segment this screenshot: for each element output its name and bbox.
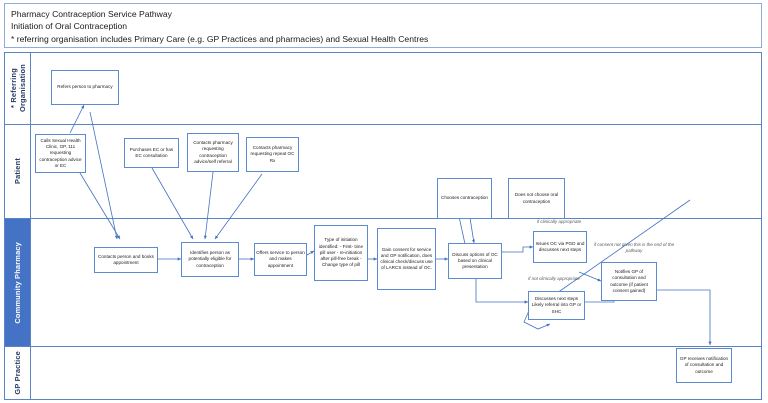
lane-patient: Patient xyxy=(5,125,761,219)
annotation-if-clinically-appropriate: if clinically appropriate xyxy=(536,219,582,224)
node-type-of-initiation-identified[interactable]: Type of initiation identified: - First- … xyxy=(314,225,368,281)
node-gain-consent[interactable]: Gain consent for service and GP notifica… xyxy=(377,228,436,290)
lane-label-referring-organisation: * Referring Organisation xyxy=(8,64,27,113)
node-calls-clinic[interactable]: Calls Sexual Health Clinic, GP, 111 requ… xyxy=(35,134,86,173)
lane-header-gp-practice: GP Practice xyxy=(5,347,31,399)
node-discusses-next-steps[interactable]: Discusses next steps Likely referral int… xyxy=(528,291,585,320)
title-footnote: * referring organisation includes Primar… xyxy=(11,33,429,44)
node-refers-person-to-pharmacy[interactable]: Refers person to pharmacy xyxy=(51,70,119,105)
node-contacts-pharmacy-repeat[interactable]: Contacts pharmacy requesting repeat OC R… xyxy=(246,137,299,172)
lane-referring-organisation: * Referring Organisation xyxy=(5,53,761,125)
title-line-1: Pharmacy Contraception Service Pathway xyxy=(11,9,172,19)
lane-label-gp-practice: GP Practice xyxy=(13,351,22,395)
annotation-if-consent-not-given: if consent not given this is the end of … xyxy=(593,242,675,253)
annotation-if-not-clinically-appropriate: if not clinically appropriate xyxy=(528,276,580,281)
lane-header-referring-organisation: * Referring Organisation xyxy=(5,53,31,124)
lane-header-community-pharmacy: Community Pharmacy xyxy=(5,219,31,346)
node-chooses-contraception[interactable]: Chooses contraception xyxy=(437,178,492,219)
title-line-2: Initiation of Oral Contraception xyxy=(11,21,128,32)
lane-gp-practice: GP Practice xyxy=(5,347,761,399)
node-issues-oc-via-pgd[interactable]: Issues OC via PGD and discusses next ste… xyxy=(533,231,587,263)
node-notifies-gp[interactable]: Notifies GP of consultation and outcome … xyxy=(601,262,657,301)
node-contacts-person-books-appointment[interactable]: Contacts person and books appointment xyxy=(94,247,158,273)
node-purchases-ec[interactable]: Purchases EC or has EC consultation xyxy=(124,138,179,168)
node-discuss-options-oc[interactable]: Discuss options of OC based on clinical … xyxy=(448,243,502,279)
lane-header-patient: Patient xyxy=(5,125,31,218)
node-identifies-person-eligible[interactable]: Identifies person as potentially eligibl… xyxy=(181,242,239,277)
lane-label-community-pharmacy: Community Pharmacy xyxy=(13,241,22,324)
node-gp-receives-notification[interactable]: GP receives notification of consultation… xyxy=(676,348,732,383)
node-does-not-choose-oc[interactable]: Does not choose oral contraception xyxy=(508,178,565,219)
node-contacts-pharmacy-advice[interactable]: Contacts pharmacy requesting contracepti… xyxy=(187,133,239,172)
node-offers-service-makes-appointment[interactable]: Offers service to person and makes appoi… xyxy=(254,243,307,276)
lane-community-pharmacy: Community Pharmacy xyxy=(5,219,761,347)
lane-label-patient: Patient xyxy=(13,158,22,185)
diagram-title-block: Pharmacy Contraception Service Pathway I… xyxy=(4,3,762,48)
